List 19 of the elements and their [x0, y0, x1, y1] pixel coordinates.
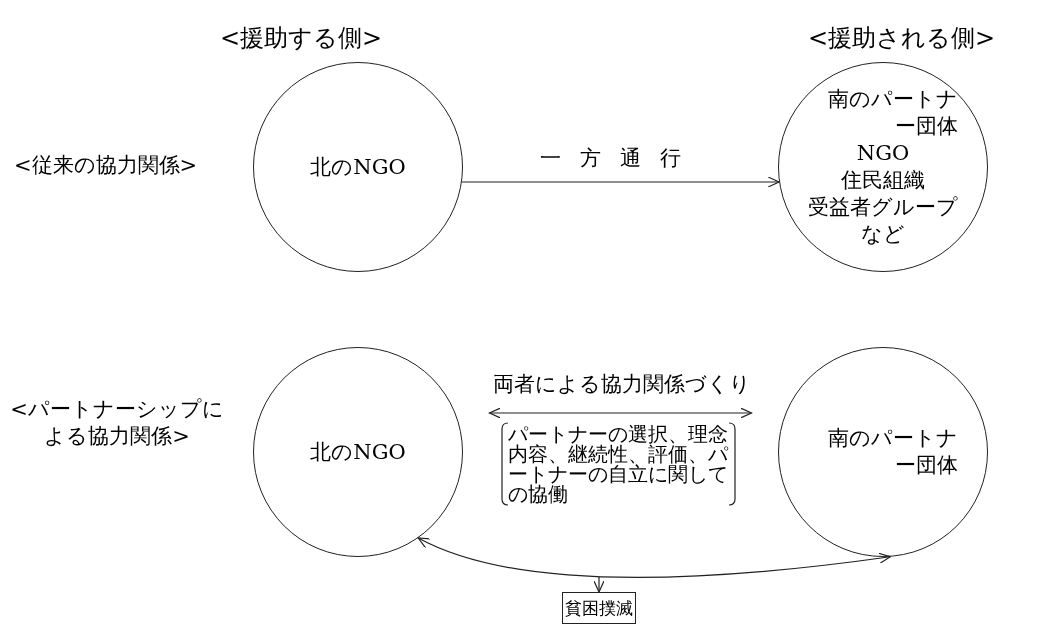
node-text: NGO — [855, 140, 911, 167]
node-text: 住民組織 — [840, 167, 926, 194]
arrow — [461, 176, 780, 188]
node-text: 北のNGO — [309, 438, 407, 466]
column-heading: <援助する側> — [220, 23, 383, 54]
arrow — [488, 407, 753, 419]
arrow — [593, 576, 605, 593]
column-heading: <援助される側> — [808, 23, 996, 54]
bracketed-note: パートナーの選択、理念内容、継続性、評価、パートナーの自立に関しての協働 — [508, 424, 730, 504]
row-heading: <パートナーシップによる協力関係> — [9, 396, 225, 450]
node-text: 北のNGO — [309, 153, 407, 181]
node-text: 南のパートナー団体 — [827, 425, 958, 479]
edge-label: 両者による協力関係づくり — [493, 371, 743, 397]
node-text: 受益者グループ — [808, 194, 958, 221]
node-text: など — [860, 221, 906, 248]
arrow — [417, 537, 891, 579]
node-text: 貧困撲滅 — [565, 597, 633, 619]
row-heading: <従来の協力関係> — [14, 152, 198, 179]
node-text: 南のパートナー団体 — [827, 86, 958, 140]
